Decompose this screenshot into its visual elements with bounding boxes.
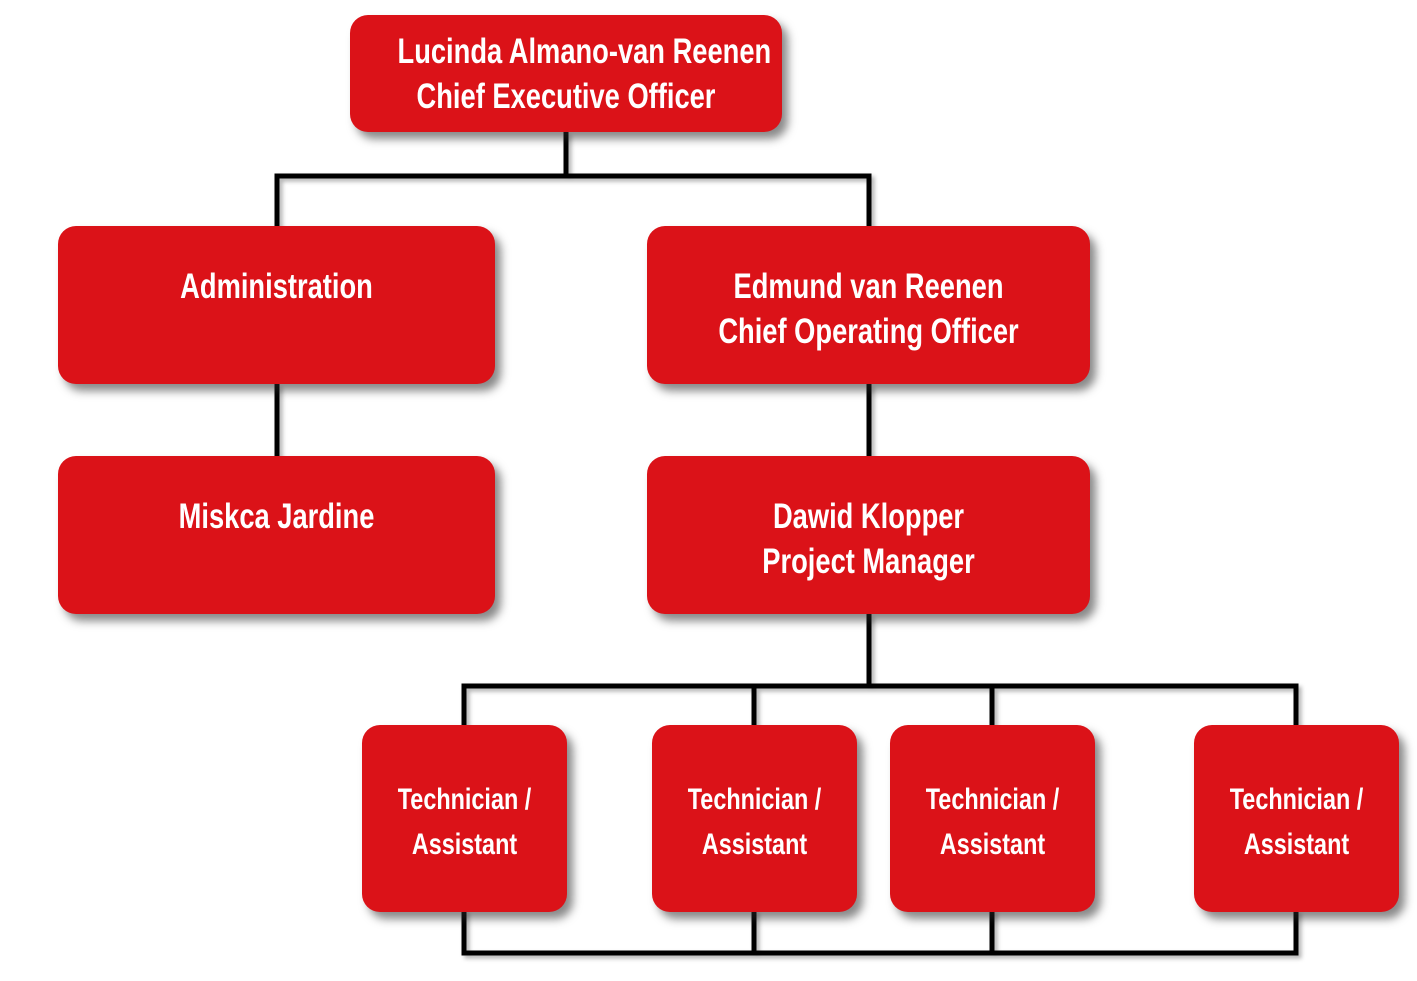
node-text: Administration (106, 264, 447, 309)
org-node-administration: Administration (58, 226, 495, 384)
node-text: Technician / Assistant (385, 777, 545, 867)
node-title-line: Technician / (925, 783, 1060, 816)
org-node-project-manager: Dawid Klopper Project Manager (647, 456, 1090, 614)
org-node-coo: Edmund van Reenen Chief Operating Office… (647, 226, 1090, 384)
node-title-line: Chief Executive Officer (416, 77, 716, 116)
node-text: Technician / Assistant (913, 777, 1073, 867)
node-name-line: Miskca Jardine (178, 497, 375, 536)
node-name-line: Administration (180, 267, 373, 306)
node-name-line: Lucinda Almano-van Reenen (397, 32, 772, 71)
org-node-technician-2: Technician / Assistant (652, 725, 857, 912)
org-node-miskca-jardine: Miskca Jardine (58, 456, 495, 614)
node-text: Technician / Assistant (1217, 777, 1377, 867)
node-name-line: Dawid Klopper (772, 497, 965, 536)
node-text: Edmund van Reenen Chief Operating Office… (696, 264, 1042, 354)
node-title-line: Assistant (411, 828, 518, 861)
node-title-line: Project Manager (762, 542, 975, 581)
node-title-line: Technician / (687, 783, 822, 816)
org-node-technician-4: Technician / Assistant (1194, 725, 1399, 912)
node-name-line: Edmund van Reenen (733, 267, 1004, 306)
node-title-line: Technician / (397, 783, 532, 816)
connector-level2-bus (274, 173, 872, 228)
node-title-line: Assistant (1243, 828, 1350, 861)
node-title-line: Technician / (1229, 783, 1364, 816)
node-text: Technician / Assistant (675, 777, 835, 867)
node-title-line: Chief Operating Officer (718, 312, 1019, 351)
node-text: Dawid Klopper Project Manager (696, 494, 1042, 584)
connector-tech-top-bus (461, 683, 1299, 727)
node-text: Lucinda Almano-van Reenen Chief Executiv… (397, 29, 772, 119)
node-title-line: Assistant (939, 828, 1046, 861)
node-title-line: Assistant (701, 828, 808, 861)
connector-tech-bottom-bus (461, 910, 1299, 956)
org-node-technician-3: Technician / Assistant (890, 725, 1095, 912)
node-text: Miskca Jardine (106, 494, 447, 539)
org-node-technician-1: Technician / Assistant (362, 725, 567, 912)
org-node-ceo: Lucinda Almano-van Reenen Chief Executiv… (350, 15, 782, 132)
